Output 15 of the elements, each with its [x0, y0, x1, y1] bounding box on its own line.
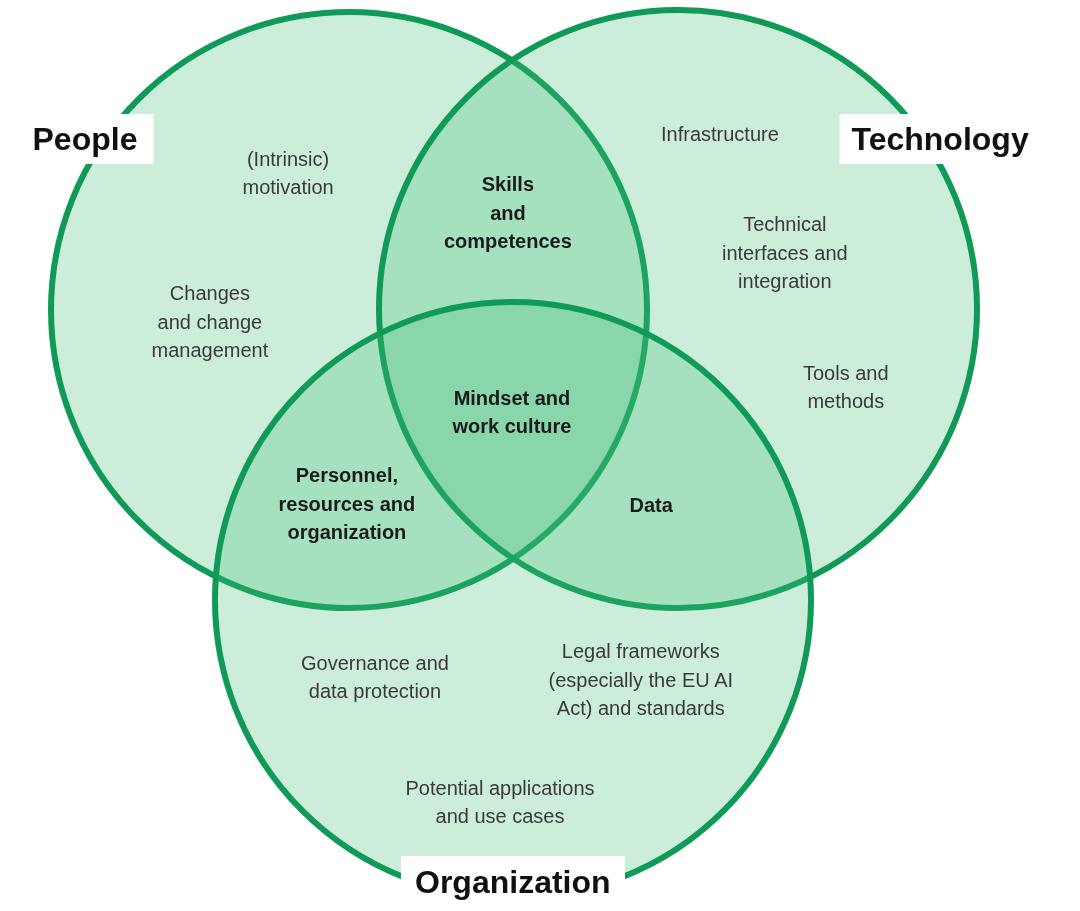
region-label: Skills and competences [444, 172, 572, 254]
topic-text: Tools and methods [803, 360, 889, 414]
set-title: Technology [851, 120, 1029, 158]
topic-text: Governance and data protection [301, 650, 449, 704]
topic-text: Legal frameworks (especially the EU AI Act) and standards [548, 639, 734, 721]
topic-text: Technical interfaces and integration [722, 212, 848, 294]
topic-text: Potential applications and use cases [405, 775, 595, 829]
region-label: Mindset and work culture [452, 385, 572, 439]
region-label: Data [629, 492, 673, 518]
topic-text: Changes and change management [151, 281, 269, 363]
set-title: Organization [415, 863, 611, 901]
topic-text: (Intrinsic) motivation [242, 146, 334, 200]
topic-text: Infrastructure [661, 121, 779, 147]
region-label: Personnel, resources and organization [278, 463, 416, 545]
set-title: People [32, 120, 138, 158]
